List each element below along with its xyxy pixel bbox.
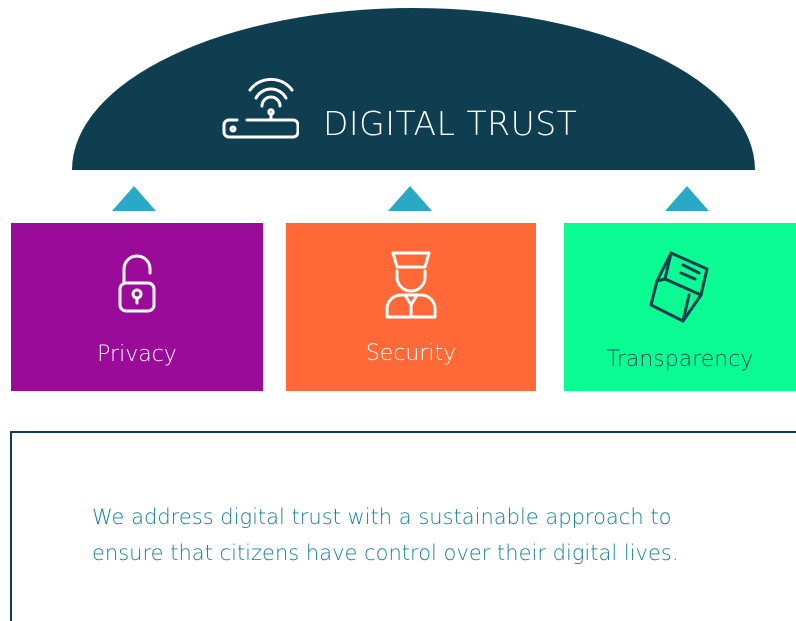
padlock-icon	[118, 254, 156, 313]
security-guard-icon	[385, 251, 437, 319]
digital-trust-dome	[72, 8, 755, 170]
statement-line-2: ensure that citizens have control over t…	[92, 541, 679, 565]
statement-text: We address digital trust with a sustaina…	[92, 499, 752, 571]
digital-trust-title: DIGITAL TRUST	[323, 104, 578, 143]
security-pillar: Security	[286, 223, 536, 391]
privacy-pillar: Privacy	[11, 223, 263, 391]
glass-cube-icon	[649, 251, 709, 323]
statement-line-1: We address digital trust with a sustaina…	[92, 505, 672, 529]
pillar-label-transparency: Transparency	[606, 347, 754, 372]
arrow-up-privacy	[112, 186, 156, 211]
arrow-up-transparency	[665, 186, 709, 211]
statement-frame: We address digital trust with a sustaina…	[10, 431, 796, 621]
wifi-router-icon	[222, 77, 299, 139]
transparency-pillar: Transparency	[564, 223, 796, 391]
pillar-label-security: Security	[365, 341, 457, 366]
arrow-up-security	[388, 186, 432, 211]
pillar-label-privacy: Privacy	[97, 342, 177, 367]
